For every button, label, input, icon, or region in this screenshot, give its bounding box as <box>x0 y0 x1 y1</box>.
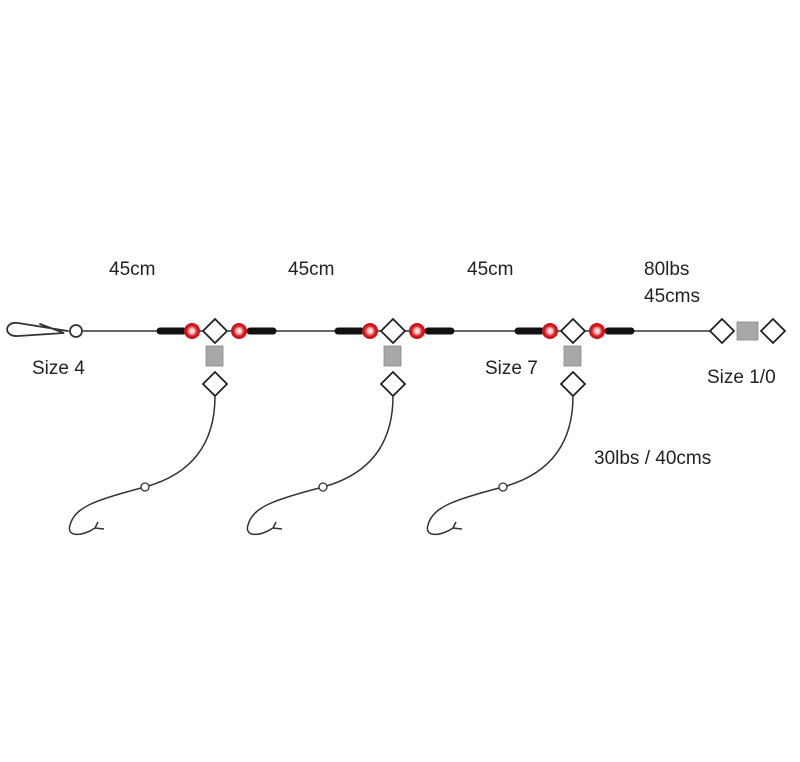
swivel-size-label: Size 1/0 <box>707 367 776 388</box>
mainline-length-label: 45cms <box>644 286 700 307</box>
dropper-1 <box>68 317 277 536</box>
snap-size-label: Size 4 <box>32 358 85 379</box>
snood-line <box>426 395 574 536</box>
bead-icon <box>589 323 605 339</box>
swivel-icon <box>201 317 229 345</box>
hook-icon <box>452 521 463 530</box>
bead-icon <box>498 482 508 492</box>
swivel-icon <box>379 317 407 345</box>
swivel-icon <box>201 370 229 398</box>
bead-icon <box>409 323 425 339</box>
snood-line <box>68 395 216 536</box>
spacing-label-1: 45cm <box>109 259 156 280</box>
end-swivel <box>708 317 787 345</box>
hook-icon <box>272 521 283 530</box>
spacing-label-3: 45cm <box>467 259 514 280</box>
bead-icon <box>542 323 558 339</box>
swivel-icon <box>759 317 787 345</box>
diagram-background <box>0 246 800 542</box>
clip-icon <box>6 322 83 338</box>
mainline-strength-label: 80lbs <box>644 259 690 280</box>
snood-line <box>246 395 394 536</box>
bead-icon <box>318 482 328 492</box>
swivel-icon <box>736 321 759 341</box>
swivel-icon <box>205 345 224 367</box>
spacing-label-2: 45cm <box>288 259 335 280</box>
snood-spec-label: 30lbs / 40cms <box>594 448 712 469</box>
bead-icon <box>184 323 200 339</box>
swivel-icon <box>379 370 407 398</box>
dropper-3 <box>426 317 635 536</box>
swivel-icon <box>383 345 402 367</box>
swivel-icon <box>563 345 582 367</box>
hook-icon <box>94 521 105 530</box>
bead-icon <box>231 323 247 339</box>
swivel-icon <box>708 317 736 345</box>
bead-icon <box>362 323 378 339</box>
dropper-2 <box>246 317 455 536</box>
middle-size-label: Size 7 <box>485 358 538 379</box>
bead-icon <box>140 482 150 492</box>
swivel-icon <box>559 317 587 345</box>
swivel-icon <box>559 370 587 398</box>
